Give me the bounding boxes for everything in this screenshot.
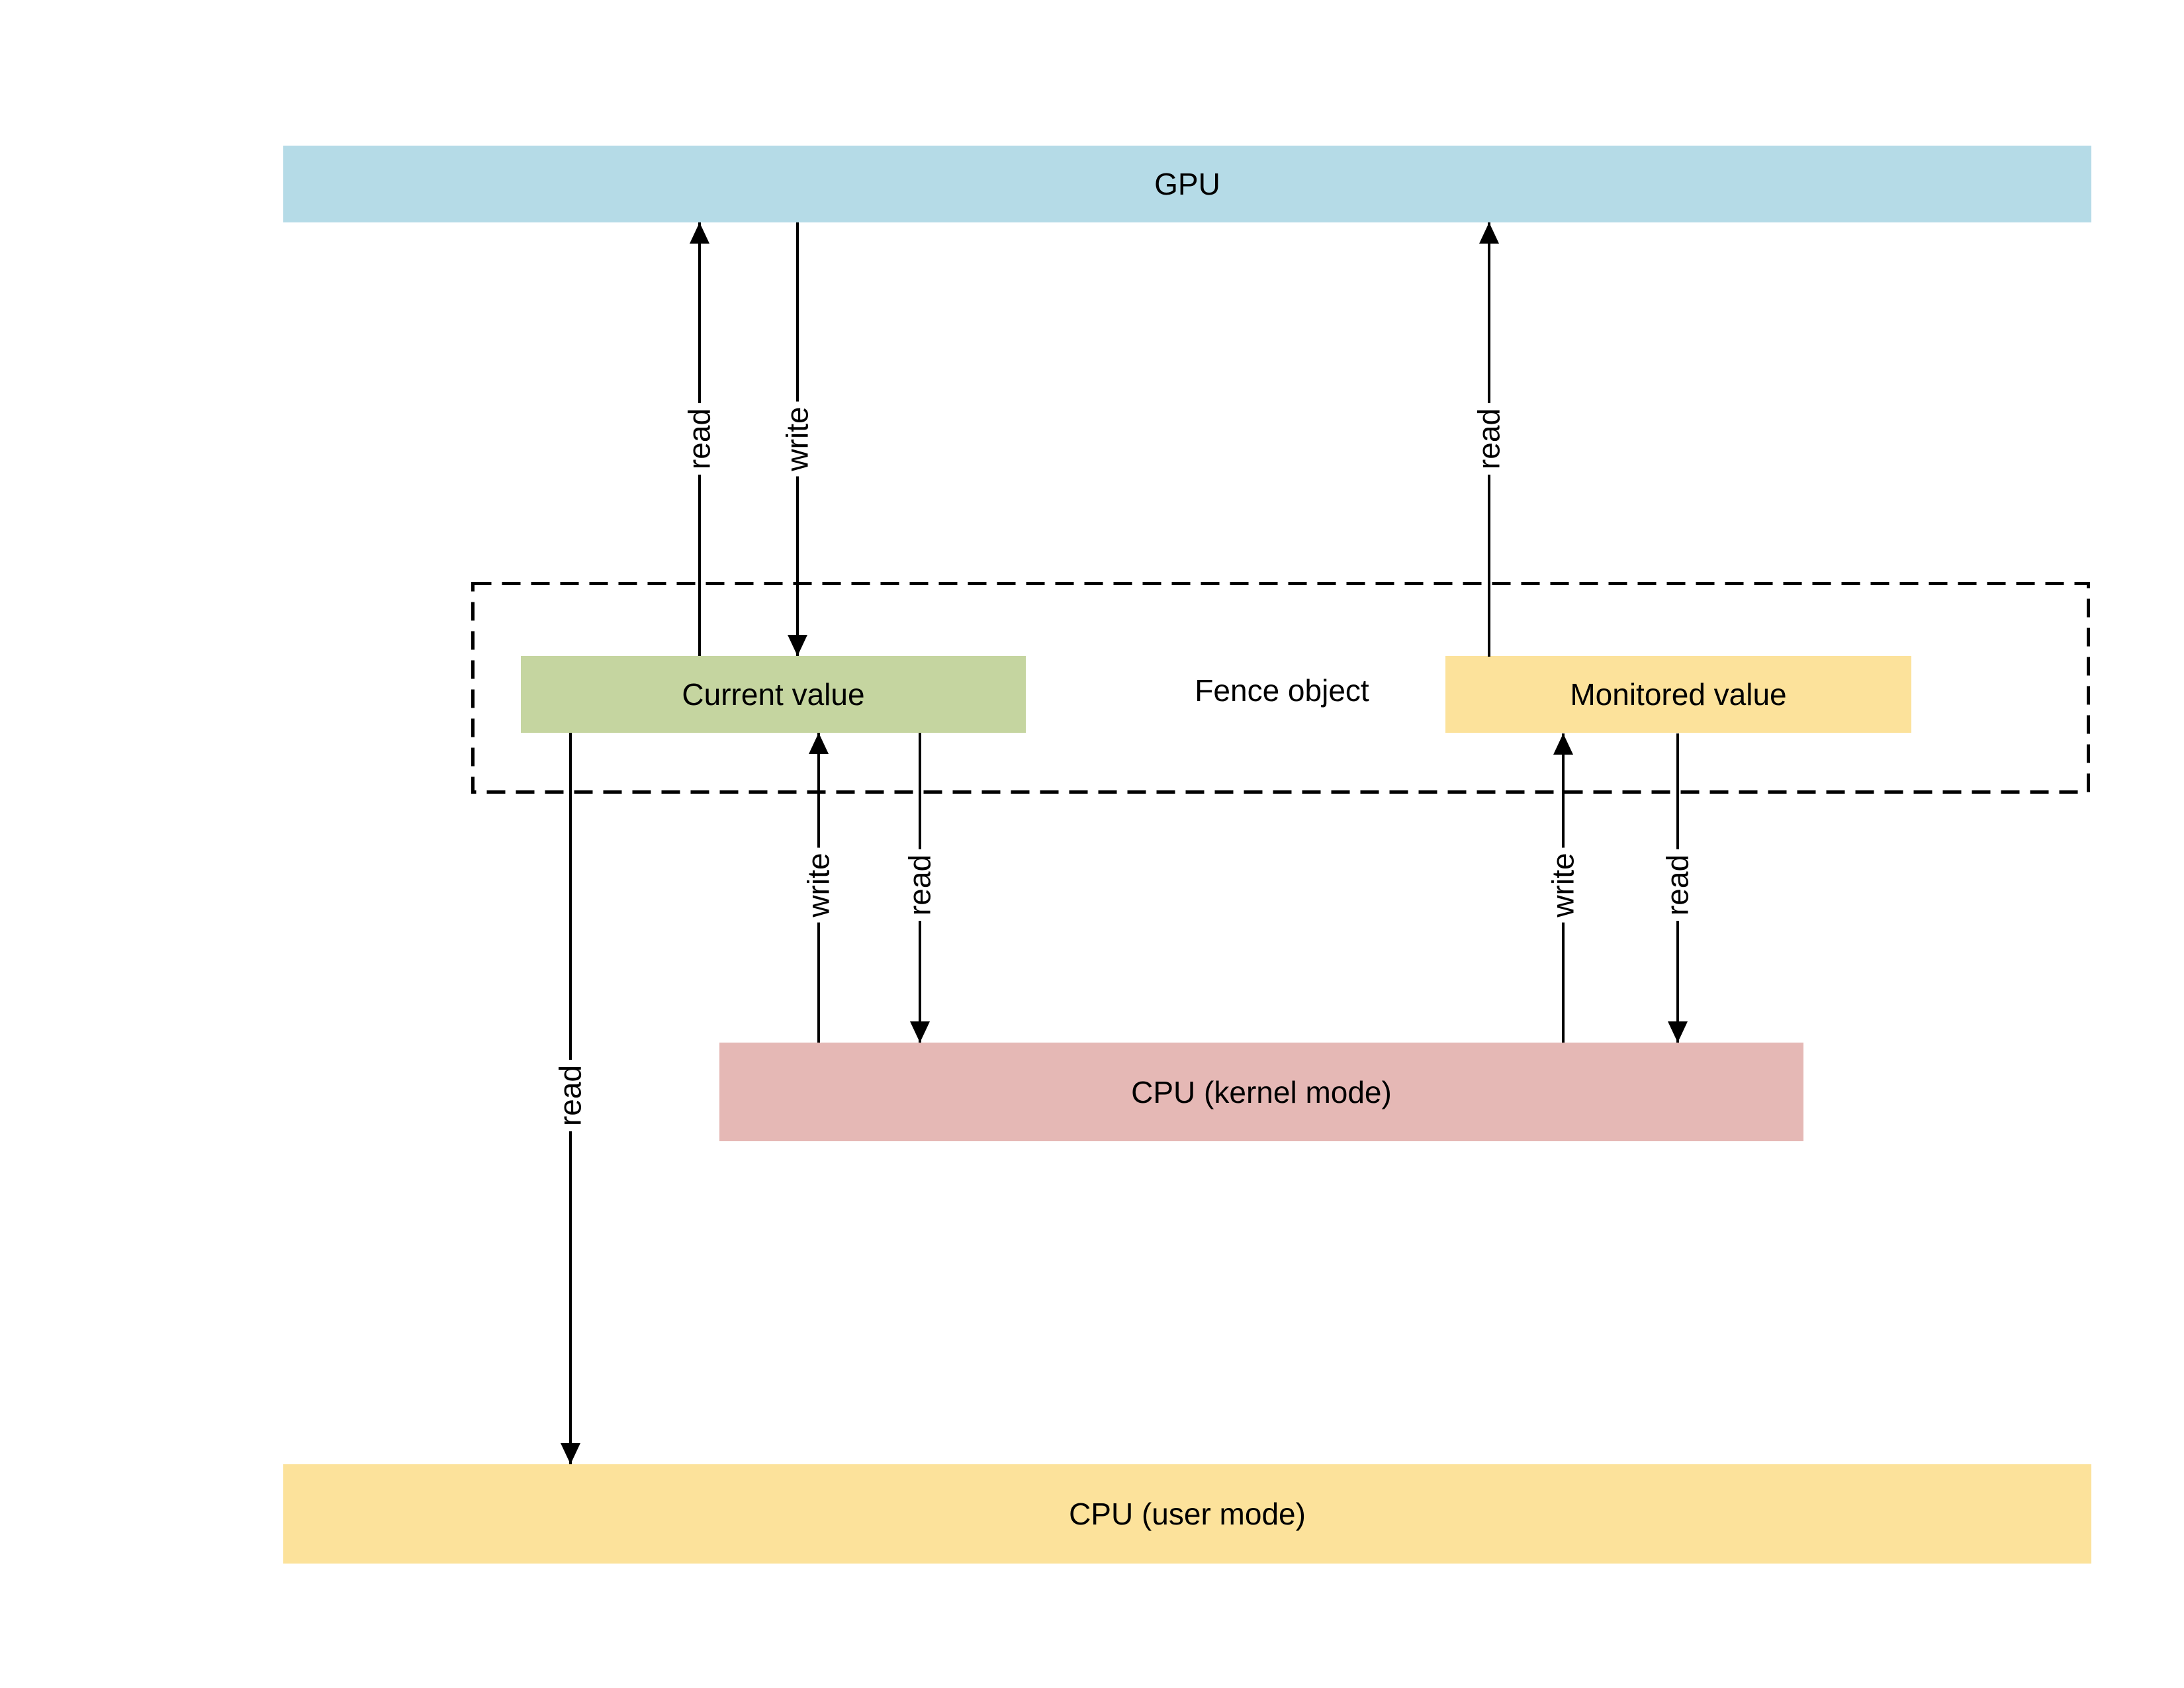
arrowhead-up-icon (1553, 733, 1573, 755)
cpu-user-mode-label: CPU (user mode) (1069, 1497, 1306, 1531)
arrowhead-down-icon (561, 1443, 580, 1464)
monitored-value-label: Monitored value (1570, 677, 1787, 712)
cpu-kernel-mode-box: CPU (kernel mode) (719, 1043, 1803, 1141)
current-value-label: Current value (682, 677, 865, 712)
gpu-label: GPU (1154, 167, 1220, 201)
arrow-label: write (780, 401, 815, 477)
arrow-label: read (682, 402, 717, 475)
arrowhead-up-icon (1479, 222, 1499, 244)
arrowhead-down-icon (788, 635, 807, 656)
fence-object-label: Fence object (1195, 673, 1369, 708)
monitored-value-box: Monitored value (1445, 656, 1911, 733)
current-value-box: Current value (521, 656, 1026, 733)
fence-object-border (471, 582, 2090, 794)
arrowhead-up-icon (690, 222, 709, 244)
arrow-label: read (902, 849, 938, 921)
arrowhead-down-icon (1668, 1021, 1688, 1043)
arrow-label: read (1471, 402, 1507, 475)
cpu-kernel-mode-label: CPU (kernel mode) (1131, 1074, 1392, 1109)
arrowhead-down-icon (910, 1021, 930, 1043)
gpu-box: GPU (283, 146, 2091, 222)
cpu-user-mode-box: CPU (user mode) (283, 1464, 2091, 1564)
arrow-label: write (1545, 847, 1581, 923)
arrow-label: read (553, 1059, 588, 1132)
arrow-label: write (801, 847, 837, 923)
arrowhead-up-icon (809, 733, 829, 754)
arrow-label: read (1660, 849, 1696, 921)
